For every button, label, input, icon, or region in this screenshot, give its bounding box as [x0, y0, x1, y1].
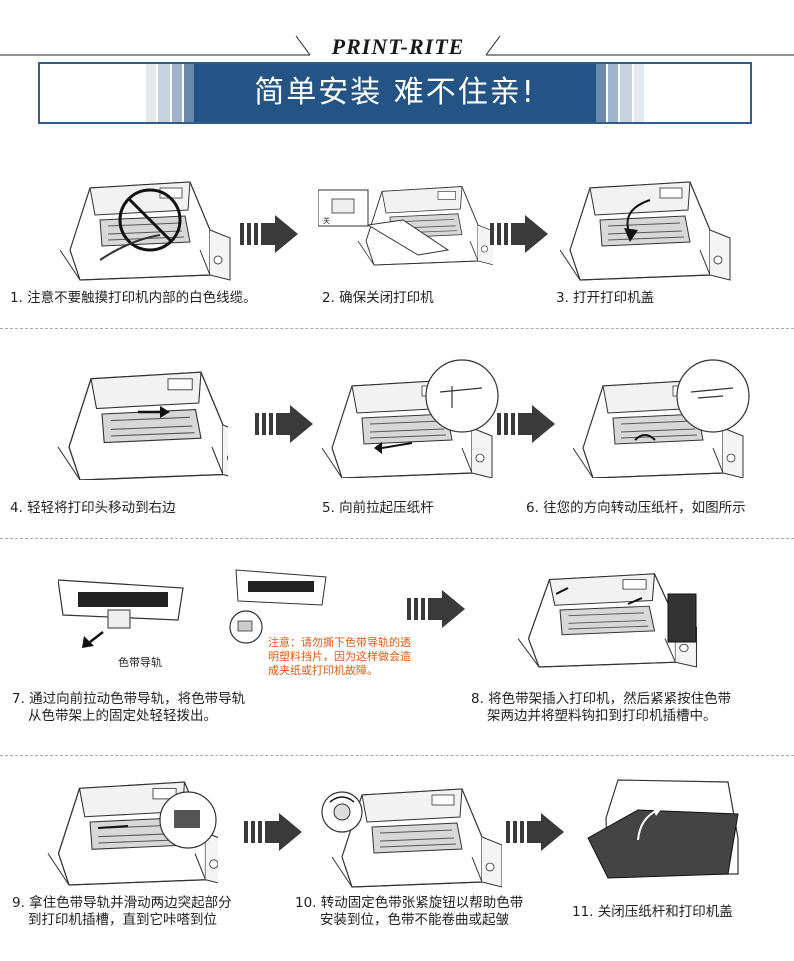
- step7-figure-a: 色带导轨: [58, 579, 184, 669]
- no-touch-icon: [118, 188, 182, 252]
- ribbon-cartridge-inset: [667, 593, 697, 643]
- caution-note-line3: 成夹纸或打印机故障。: [268, 664, 378, 677]
- header-rule: [0, 35, 794, 56]
- divider: [0, 755, 794, 756]
- title-banner: 简单安装 难不住亲!: [38, 62, 752, 124]
- step7-caption-line1: 7. 通过向前拉动色带导轨，将色带导轨: [12, 691, 246, 707]
- page-title: 简单安装 难不住亲!: [254, 75, 536, 110]
- step9-caption-line1: 9. 拿住色带导轨并滑动两边突起部分: [12, 895, 232, 911]
- step2-figure: 关: [318, 186, 493, 266]
- divider: [0, 538, 794, 539]
- step9-caption-line2: 到打印机插槽，直到它咔嗒到位: [28, 912, 217, 928]
- svg-text:关: 关: [323, 216, 330, 225]
- step5-figure: [322, 359, 499, 478]
- step10-caption-line1: 10. 转动固定色带张紧旋钮以帮助色带: [295, 895, 524, 911]
- step8-figure: [518, 573, 698, 668]
- arrow-icon: [490, 215, 548, 253]
- arrow-icon: [240, 215, 298, 253]
- step4-caption: 4. 轻轻将打印头移动到右边: [10, 500, 176, 516]
- step10-caption-line2: 安装到位，色带不能卷曲或起皱: [320, 912, 509, 928]
- caution-note-line1: 注意：请勿撕下色带导轨的透: [268, 636, 411, 649]
- step1-caption: 1. 注意不要触摸打印机内部的白色线缆。: [10, 290, 257, 306]
- step7-figure-b: [229, 569, 327, 644]
- arrow-icon: [255, 405, 313, 443]
- step11-caption: 11. 关闭压纸杆和打印机盖: [572, 904, 733, 920]
- guide-label: 色带导轨: [118, 655, 162, 669]
- caution-note-line2: 明塑料挡片，因为这样做会造: [268, 650, 411, 663]
- step7-caption-line2: 从色带架上的固定处轻轻拨出。: [28, 708, 217, 724]
- step2-caption: 2. 确保关闭打印机: [322, 290, 434, 306]
- brand-logo: PRINT-RITE: [331, 34, 465, 59]
- arrow-icon: [407, 590, 465, 628]
- zoom-inset: [676, 359, 750, 433]
- arrow-icon: [497, 405, 555, 443]
- step6-figure: [573, 359, 750, 478]
- step4-figure: [57, 371, 228, 480]
- step8-caption-line2: 架两边并将塑料钩扣到打印机插槽中。: [487, 708, 717, 724]
- step5-caption: 5. 向前拉起压纸杆: [322, 500, 434, 516]
- step8-caption-line1: 8. 将色带架插入打印机，然后紧紧按住色带: [471, 691, 732, 707]
- step3-caption: 3. 打开打印机盖: [556, 290, 655, 306]
- divider: [0, 328, 794, 329]
- step9-figure: [47, 781, 218, 886]
- step6-caption: 6. 往您的方向转动压纸杆，如图所示: [526, 500, 746, 516]
- zoom-inset: [425, 359, 499, 433]
- arrow-icon: [244, 813, 302, 851]
- step3-figure: [560, 181, 731, 281]
- arrow-icon: [506, 813, 564, 851]
- step11-figure: [587, 779, 739, 879]
- step1-figure: [60, 181, 231, 281]
- step10-figure: [321, 788, 502, 888]
- header: PRINT-RITE 简单安装 难不住亲!: [0, 0, 794, 130]
